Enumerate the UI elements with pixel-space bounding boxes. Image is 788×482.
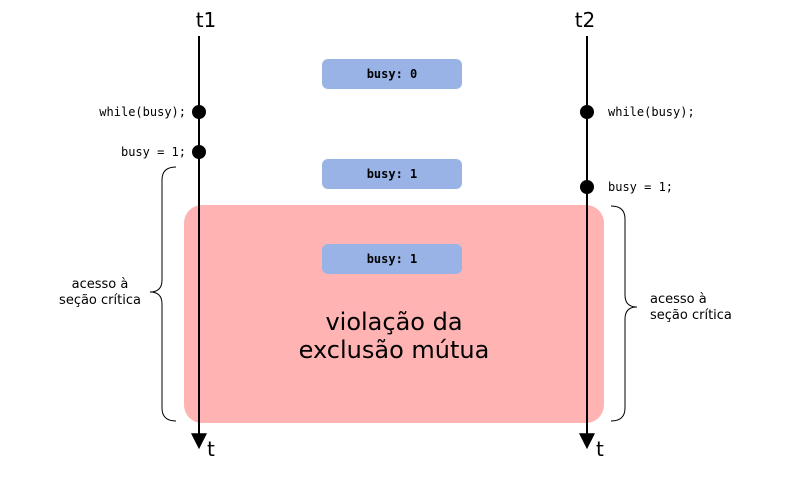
state-text-3: busy: 1 bbox=[367, 252, 418, 266]
event-label-t2-set: busy = 1; bbox=[608, 180, 673, 194]
violation-region bbox=[184, 205, 604, 423]
thread-label-t2: t2 bbox=[575, 8, 596, 32]
event-label-t2-while: while(busy); bbox=[608, 105, 695, 119]
state-box-1: busy: 0 bbox=[322, 59, 462, 89]
time-label-t2: t bbox=[596, 437, 604, 461]
critical-label-right-1: acesso à bbox=[650, 292, 707, 307]
critical-label-left-1: acesso à bbox=[72, 277, 129, 292]
event-dot-t2-set bbox=[580, 180, 594, 194]
event-dot-t1-while bbox=[192, 105, 206, 119]
critical-label-left-2: seção crítica bbox=[59, 293, 141, 308]
state-box-3: busy: 1 bbox=[322, 244, 462, 274]
event-dot-t1-set bbox=[192, 145, 206, 159]
time-label-t1: t bbox=[207, 437, 215, 461]
event-label-t1-set: busy = 1; bbox=[121, 145, 186, 159]
state-box-2: busy: 1 bbox=[322, 159, 462, 189]
event-label-t1-while: while(busy); bbox=[99, 105, 186, 119]
violation-line2: exclusão mútua bbox=[299, 336, 490, 364]
brace-right bbox=[610, 205, 638, 422]
state-text-1: busy: 0 bbox=[367, 67, 418, 81]
thread-label-t1: t1 bbox=[196, 8, 217, 32]
violation-line1: violação da bbox=[325, 308, 462, 336]
brace-left bbox=[149, 166, 177, 422]
critical-label-right-2: seção crítica bbox=[650, 308, 732, 323]
state-text-2: busy: 1 bbox=[367, 167, 418, 181]
event-dot-t2-while bbox=[580, 105, 594, 119]
